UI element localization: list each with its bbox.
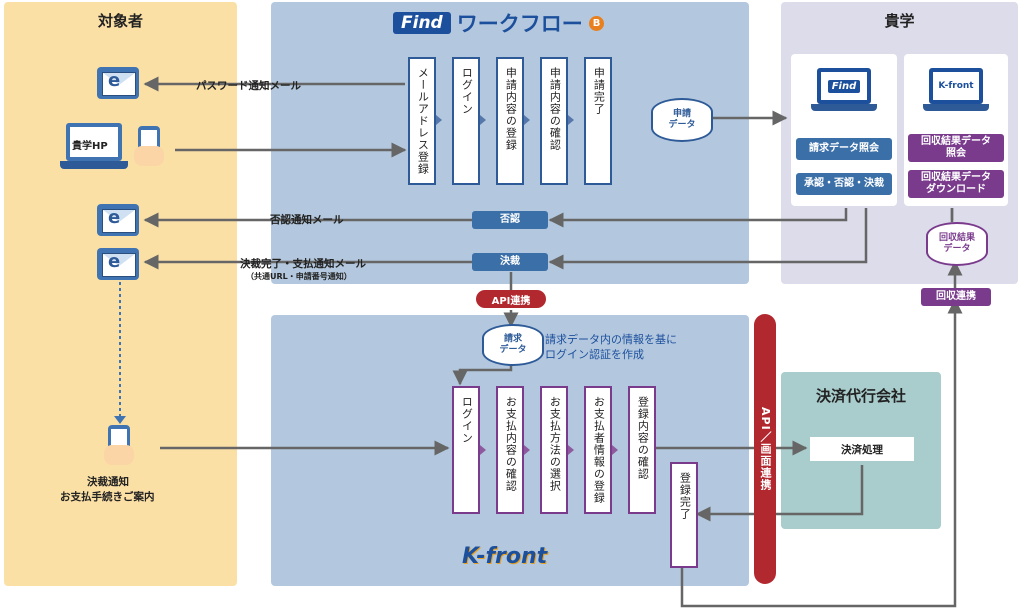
kfront-step-register-complete[interactable]: 登録完了 [670, 462, 698, 568]
kfront-step-payer-register[interactable]: お支払者情報の登録 [584, 386, 612, 514]
workflow-step-login[interactable]: ログイン [452, 57, 480, 185]
target-panel-title: 対象者 [97, 12, 143, 30]
rejection-mail-label: 否認通知メール [270, 214, 344, 226]
school-hp-label: 貴学HP [72, 141, 108, 152]
workflow-step-application-confirm[interactable]: 申請内容の確認 [540, 57, 568, 185]
notification-phone-icon [102, 425, 138, 469]
kfront-step-payment-method[interactable]: お支払方法の選択 [540, 386, 568, 514]
api-link-badge: API連携 [476, 290, 546, 308]
workflow-title-text: ワークフロー [456, 12, 583, 36]
rejection-mail-icon: e [97, 204, 139, 236]
collection-data-db: 回収結果 データ [926, 222, 988, 266]
smartphone-icon [134, 126, 170, 170]
password-mail-icon: e [97, 67, 139, 99]
kfront-laptop-logo: K-front [938, 81, 974, 91]
settlement-mail-label: 決裁完了・支払通知メール [240, 258, 366, 270]
company-panel-title: 貴学 [884, 12, 915, 30]
workflow-step-email-register[interactable]: メールアドレス登録 [408, 57, 436, 185]
collection-download-button[interactable]: 回収結果データ ダウンロード [908, 170, 1004, 198]
workflow-badge: B [588, 15, 605, 31]
kfront-step-login[interactable]: ログイン [452, 386, 480, 514]
decide-button[interactable]: 決裁 [472, 253, 548, 271]
kfront-logo: K-front [462, 544, 548, 569]
approve-button[interactable]: 承認・否認・決裁 [796, 173, 892, 195]
invoice-note-line1: 請求データ内の情報を基に [545, 333, 677, 346]
settlement-mail-note: （共通URL・申請番号通知） [246, 272, 352, 281]
workflow-step-application-complete[interactable]: 申請完了 [584, 57, 612, 185]
settlement-mail-icon: e [97, 248, 139, 280]
invoice-data-db: 請求 データ [482, 324, 544, 366]
find-logo: Find [393, 12, 451, 34]
find-laptop-icon: Find [811, 68, 877, 118]
workflow-step-application-register[interactable]: 申請内容の登録 [496, 57, 524, 185]
find-laptop-logo: Find [827, 79, 861, 93]
api-screen-link-bar: API／画面連携 [754, 314, 776, 584]
invoice-view-button[interactable]: 請求データ照会 [796, 138, 892, 160]
school-hp-laptop-icon [60, 123, 128, 173]
password-mail-label: パスワード通知メール [196, 80, 301, 92]
kfront-step-payment-confirm[interactable]: お支払内容の確認 [496, 386, 524, 514]
application-data-db: 申請 データ [651, 98, 713, 142]
settlement-process-box[interactable]: 決済処理 [810, 437, 914, 461]
kfront-step-register-confirm[interactable]: 登録内容の確認 [628, 386, 656, 514]
reject-button[interactable]: 否認 [472, 211, 548, 229]
workflow-title: Find ワークフロー B [393, 10, 605, 36]
api-screen-link-label: API／画面連携 [759, 407, 772, 491]
settlement-notice-line2: お支払手続きご案内 [60, 491, 155, 503]
invoice-note-line2: ログイン認証を作成 [545, 348, 644, 361]
settlement-notice-line1: 決裁通知 [87, 476, 129, 488]
collection-view-button[interactable]: 回収結果データ 照会 [908, 134, 1004, 162]
kfront-laptop-icon: K-front [923, 68, 989, 118]
collection-link-badge: 回収連携 [921, 288, 991, 306]
payment-panel-title: 決済代行会社 [815, 387, 906, 405]
